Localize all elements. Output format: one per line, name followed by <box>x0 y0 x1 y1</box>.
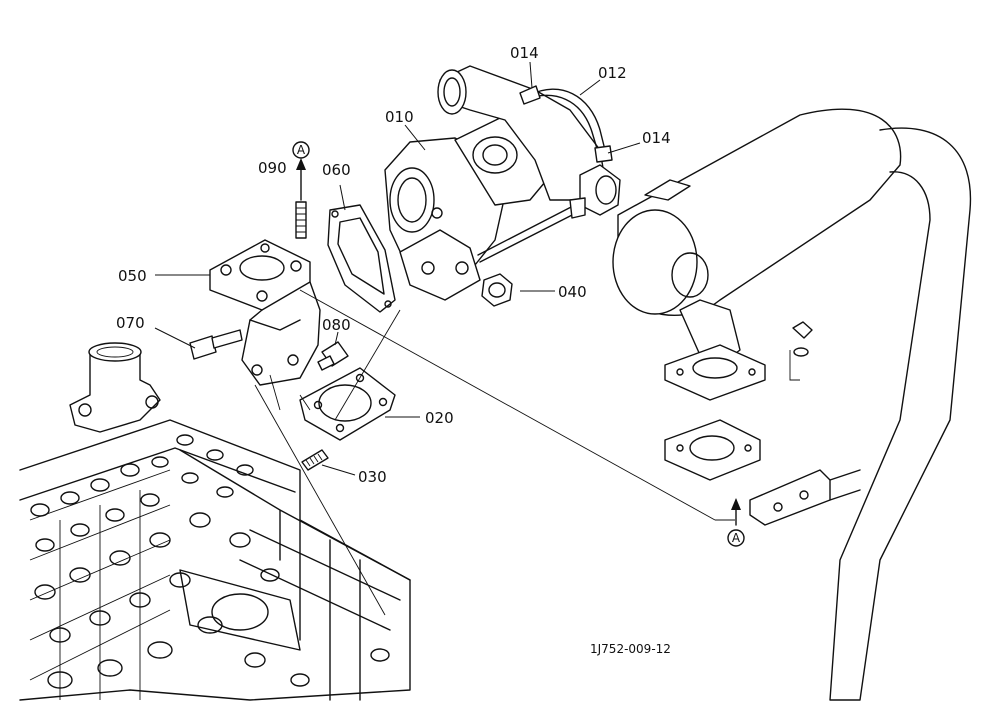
muffler <box>612 108 972 701</box>
marker-arrow-bottom: A <box>727 498 745 547</box>
marker-arrow-top: A <box>292 141 310 201</box>
label-030: 030 <box>358 468 387 486</box>
label-012: 012 <box>598 64 627 82</box>
bolt-070 <box>189 329 243 360</box>
label-010: 010 <box>385 108 414 126</box>
marker-a-bottom-label: A <box>732 531 741 545</box>
marker-a-top-label: A <box>297 143 306 157</box>
label-040: 040 <box>558 283 587 301</box>
assembly-lines <box>254 289 800 616</box>
label-070: 070 <box>116 314 145 332</box>
callout-labels: 014 012 014 010 060 090 050 070 080 040 … <box>116 44 671 486</box>
gasket-020 <box>299 367 396 441</box>
label-080: 080 <box>322 316 351 334</box>
label-060: 060 <box>322 161 351 179</box>
gasket-060 <box>327 204 396 313</box>
drawing-reference: 1J752-009-12 <box>590 642 671 656</box>
cylinder-head-holes <box>30 434 390 689</box>
engine-cylinder-head <box>19 342 411 701</box>
stud-030 <box>301 449 329 471</box>
label-050: 050 <box>118 267 147 285</box>
label-020: 020 <box>425 409 454 427</box>
label-090: 090 <box>258 159 287 177</box>
exhaust-elbow-050 <box>209 239 321 386</box>
stud-090 <box>295 201 307 239</box>
leader-lines <box>154 61 641 476</box>
nut-040 <box>481 273 513 307</box>
label-014-right: 014 <box>642 129 671 147</box>
turbocharger-010 <box>384 65 621 301</box>
label-014-top: 014 <box>510 44 539 62</box>
fitting-080 <box>317 341 349 371</box>
